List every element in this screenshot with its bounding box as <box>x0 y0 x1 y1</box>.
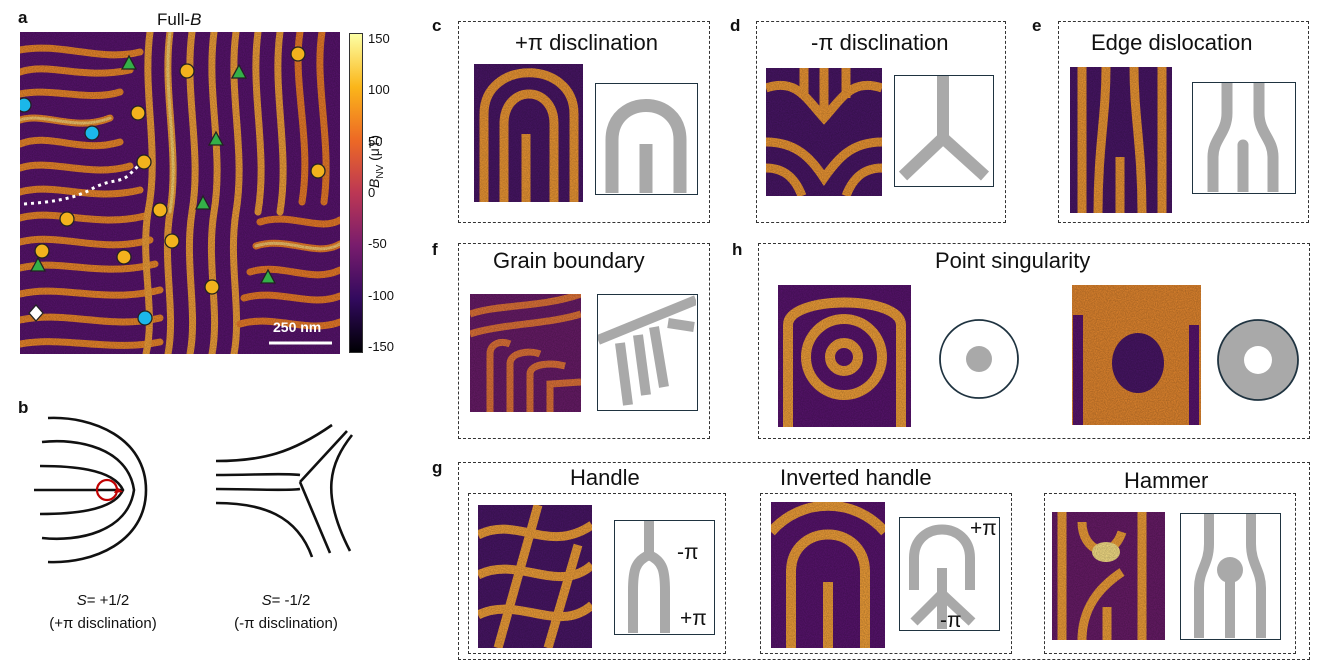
grain-boundary-image <box>470 294 581 412</box>
diamond-marker <box>28 304 44 322</box>
plus-disclination-sketch <box>34 416 148 564</box>
panel-label-f: f <box>432 240 438 259</box>
panel-label-g: g <box>432 458 443 477</box>
circle-marker <box>310 163 326 179</box>
minus-disclination-sketch <box>215 423 354 558</box>
panel-c-title: +π disclination <box>515 30 658 55</box>
marker-overlay <box>20 46 332 345</box>
handle-title: Handle <box>570 465 640 490</box>
point-singularity-image-1 <box>778 285 911 427</box>
triangle-marker <box>207 130 225 146</box>
plus-disclination-image <box>474 64 583 202</box>
panel-g-box <box>458 462 1310 660</box>
triangle-marker <box>230 63 248 79</box>
panel-label-a: a <box>18 8 28 27</box>
circle-marker <box>164 233 180 249</box>
panel-label-d: d <box>730 16 741 35</box>
colorbar-tick-label: -150 <box>368 339 395 354</box>
plus-disclination-schematic <box>595 83 698 195</box>
panel-f-box <box>458 243 710 439</box>
plus-caption-line2: (+π disclination) <box>49 615 157 632</box>
minus-disclination-schematic <box>894 75 994 187</box>
panel-h-title: Point singularity <box>935 248 1091 273</box>
plus-caption-line1: S= +1/2 <box>76 592 130 609</box>
panel-c-box <box>458 21 710 223</box>
point-singularity-image-2 <box>1072 285 1201 425</box>
panel-f-title: Grain boundary <box>493 248 645 273</box>
inverted-label-bottom: -π <box>940 609 962 632</box>
colorbar-tick-label: 100 <box>368 82 390 98</box>
colorbar-tick-label: -100 <box>368 287 395 303</box>
colorbar-label: BNV (μT) <box>366 134 386 188</box>
circle-marker <box>204 279 220 295</box>
edge-dislocation-schematic <box>1192 82 1296 194</box>
colorbar-tick-label: 50 <box>368 133 383 149</box>
colorbar <box>349 33 363 353</box>
minus-disclination-image <box>766 68 882 196</box>
hammer-schematic <box>1180 513 1281 640</box>
inverted-handle-box <box>760 493 1012 654</box>
panel-h-box <box>758 243 1310 439</box>
panel-label-h: h <box>732 240 743 259</box>
panel-d-title: -π disclination <box>811 30 949 55</box>
circle-marker <box>179 63 195 79</box>
blue-circle-marker <box>20 97 32 113</box>
triangle-marker <box>120 54 138 70</box>
panel-d-box <box>756 21 1006 223</box>
triangle-marker <box>194 194 212 210</box>
handle-image <box>478 505 592 648</box>
inverted-handle-title: Inverted handle <box>780 465 932 490</box>
circle-marker <box>136 154 152 170</box>
edge-dislocation-image <box>1070 67 1172 213</box>
grain-boundary-schematic <box>596 294 698 411</box>
panel-e-box <box>1058 21 1309 223</box>
panel-label-b: b <box>18 398 29 417</box>
panel-e-title: Edge dislocation <box>1091 30 1253 55</box>
panel-label-c: c <box>432 16 442 35</box>
circle-marker <box>290 46 306 62</box>
point-singularity-ring-icon <box>1217 319 1299 401</box>
minus-caption-line1: S= -1/2 <box>261 592 311 609</box>
circle-marker <box>130 105 146 121</box>
triangle-marker <box>29 256 47 272</box>
hammer-title: Hammer <box>1124 468 1209 493</box>
circle-marker <box>59 211 75 227</box>
handle-label-bottom: +π <box>680 607 707 630</box>
panel-label-e: e <box>1032 16 1042 35</box>
panel-a-title: Full-B <box>157 10 202 29</box>
colorbar-tick-label: -50 <box>368 236 387 252</box>
inverted-handle-image <box>771 502 885 648</box>
colorbar-tick-label: 0 <box>368 185 376 200</box>
blue-circle-marker <box>137 310 153 326</box>
circle-marker <box>152 202 168 218</box>
colorbar-tick-label: 150 <box>368 31 390 46</box>
triangle-marker <box>259 268 277 284</box>
handle-box <box>468 493 726 654</box>
inverted-handle-schematic <box>899 517 1000 631</box>
minus-caption-line2: (-π disclination) <box>234 615 338 632</box>
blue-circle-marker <box>84 125 100 141</box>
circle-marker <box>116 249 132 265</box>
handle-schematic <box>614 520 715 635</box>
scalebar-label: 250 nm <box>273 319 322 335</box>
field-map-image <box>20 32 340 354</box>
hammer-box <box>1044 493 1296 654</box>
handle-label-top: -π <box>677 541 699 564</box>
hammer-image <box>1052 512 1165 640</box>
inverted-label-top: +π <box>970 517 997 540</box>
circle-marker <box>34 243 50 259</box>
point-singularity-dot-icon <box>939 319 1019 399</box>
